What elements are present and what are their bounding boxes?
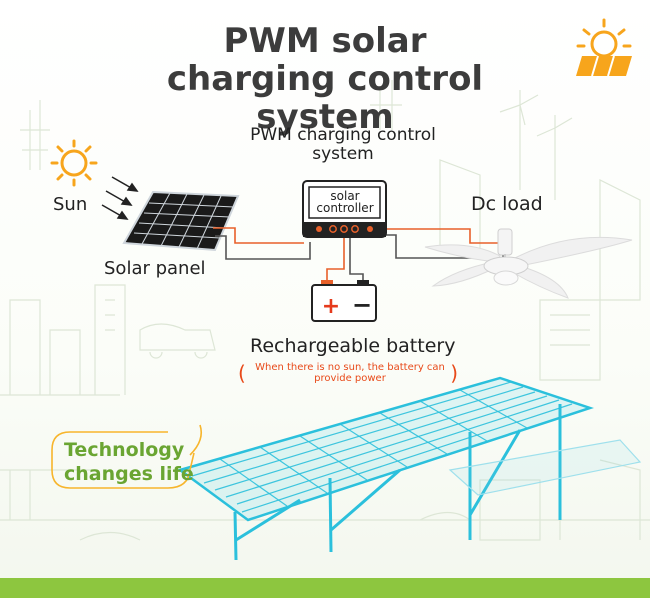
battery-label: Rechargeable battery	[250, 335, 456, 357]
title-text: PWM solar charging control system	[166, 21, 484, 137]
logo-sun-panel-icon	[576, 18, 632, 77]
ceiling-fan-icon	[424, 228, 633, 299]
solar-panel-label: Solar panel	[104, 258, 206, 279]
sunlight-arrows	[101, 176, 139, 220]
slogan-text: Technology changes life	[64, 439, 194, 485]
controller-heading: PWM charging control system	[250, 125, 436, 164]
controller-icon	[302, 180, 387, 238]
dc-load-label: Dc load	[471, 193, 543, 215]
solar-array-illustration	[177, 376, 642, 561]
solar-panel-icon	[122, 190, 240, 252]
note-open-paren: (	[238, 361, 246, 385]
note-close-paren: )	[450, 361, 458, 385]
bottom-bar	[0, 578, 650, 598]
sun-icon	[50, 139, 98, 187]
battery-note: ( When there is no sun, the battery can …	[238, 361, 460, 385]
battery-negative: −	[352, 291, 372, 319]
slogan-bubble	[51, 424, 203, 489]
page-title: PWM solar charging control system	[0, 22, 650, 136]
battery-icon: + −	[311, 280, 377, 322]
battery-positive: +	[322, 294, 340, 319]
sun-label: Sun	[53, 194, 88, 215]
controller-box-text: solar controller	[316, 189, 374, 215]
battery-note-text: When there is no sun, the battery can pr…	[255, 362, 445, 384]
